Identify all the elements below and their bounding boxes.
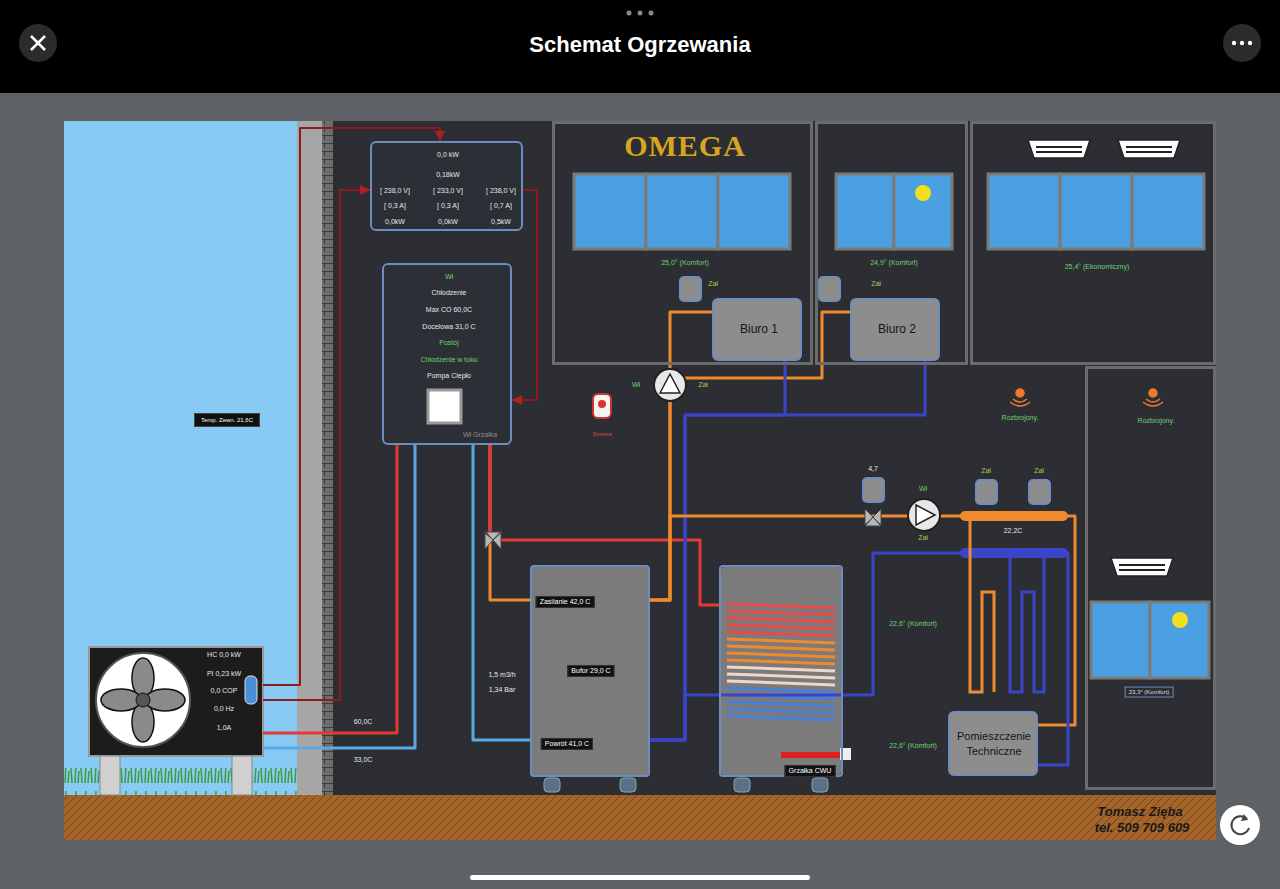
annotation-label: Zał <box>698 381 708 389</box>
annotation-label: Zał <box>871 280 881 288</box>
annotation-label: Rozbrojony. <box>1002 414 1039 422</box>
annotation-label: 1,5 m3/h <box>488 671 515 679</box>
node-text: [ 0,3 A] <box>437 202 459 210</box>
node-text: 25,4° (Ekonomiczny) <box>1065 263 1130 271</box>
node-text: 0,0kW <box>438 218 458 226</box>
annotation-label: Syrena <box>592 431 611 438</box>
node-text: [ 0,3 A] <box>384 202 406 210</box>
pipe-temp-label: 60,0C <box>354 718 373 726</box>
office-box: Biuro 1 <box>712 298 802 361</box>
node-text: Temp. Zewn. 21,6C <box>201 417 253 424</box>
outdoor-temp-box: Temp. Zewn. 21,6C <box>194 413 260 427</box>
node-text: [ 238,0 V] <box>486 187 516 195</box>
node-text: Docelowa 31,0 C <box>422 323 475 331</box>
node-text: Pomieszczenie Techniczne <box>952 729 1036 759</box>
node-text: [ 238,0 V] <box>380 187 410 195</box>
annotation-label: Zał <box>708 280 718 288</box>
annotation-label: tel. 509 709 609 <box>1095 821 1190 836</box>
node-text: Chłodzenie w toku <box>420 356 477 364</box>
node-text: Wł Grzałka <box>463 431 497 439</box>
pipe-connector <box>650 312 712 600</box>
dhw-tank: Grzałka CWU <box>719 565 843 777</box>
node-text: 0,0 Hz <box>214 705 234 713</box>
node-text: Biuro 2 <box>878 323 916 337</box>
node-text: 25,0° (Komfort) <box>661 259 709 267</box>
annotation-label: Zał <box>981 467 991 475</box>
node-text: HC 0,0 kW <box>207 651 241 659</box>
annotation-label: Zał <box>1034 467 1044 475</box>
page-title: Schemat Ogrzewania <box>529 32 750 57</box>
node-text: Wł <box>445 273 453 281</box>
node-text: Biuro 1 <box>740 323 778 337</box>
controller-panel: WłChłodzenieMax CO 60,0C Docelowa 31,0 C P… <box>382 263 512 445</box>
annotation-label: 1,34 Bar <box>489 686 515 694</box>
node-text: 0,18kW <box>436 171 460 179</box>
node-text: Zasilanie 42,0 C <box>536 596 595 608</box>
pipe-connector <box>650 361 925 740</box>
annotation-label: Zał <box>918 534 928 542</box>
office-box: Biuro 2 <box>850 298 940 361</box>
room-zone: 24,9° (Komfort) Biuro 2 <box>815 121 968 365</box>
technical-room-box: Pomieszczenie Techniczne <box>948 711 1038 776</box>
energy-meter-panel: 0,0 kW 0,18kW [ 238,0 V] [ 233,0 V] [ 238,0 … <box>370 141 523 231</box>
room-zone: Rozbrojony. 23,3° (Komfort) <box>1085 366 1216 790</box>
buffer-tank: Zasilanie 42,0 C Bufor 29,0 C Powrót 41,0 … <box>530 565 650 777</box>
annotation-label: Tomasz Zięba <box>1097 805 1182 820</box>
room-zone: 25,4° (Ekonomiczny) <box>970 121 1216 365</box>
annotation-label: 22,6° (Komfort) <box>889 742 937 750</box>
node-text: OMEGA <box>624 129 746 164</box>
annotation-label: Wł <box>632 381 640 389</box>
node-text: [ 0,7 A] <box>490 202 512 210</box>
node-text: Grzałka CWU <box>785 765 836 777</box>
pipe-connector <box>263 445 397 733</box>
pipe-connector <box>650 553 1068 765</box>
room-zone: OMEGA 25,0° (Komfort) Biuro 1 <box>552 121 813 365</box>
node-text: Pompa Ciepło <box>427 372 471 380</box>
node-text: Rozbrojony. <box>1138 417 1175 425</box>
node-text: 0,0 COP <box>211 687 238 695</box>
node-text: 0,5kW <box>491 218 511 226</box>
node-text: 0,0 kW <box>437 151 459 159</box>
node-text: Bufor 29,0 C <box>567 665 614 677</box>
node-text: 0,0kW <box>385 218 405 226</box>
pipe-temp-label: 33,0C <box>354 756 373 764</box>
node-text: Chłodzenie <box>431 289 466 297</box>
pipe-connector <box>263 445 415 748</box>
annotation-label: 22,6° (Komfort) <box>889 620 937 628</box>
pipe-connector <box>473 445 530 740</box>
node-text: 23,3° (Komfort) <box>1125 687 1174 698</box>
node-text: PI 0,23 kW <box>207 670 241 678</box>
node-text: 1,0A <box>217 724 231 732</box>
annotation-label: 22,2C <box>1004 527 1023 535</box>
node-text: Max CO 60,0C <box>426 306 472 314</box>
node-text: Powrót 41,0 C <box>541 738 593 750</box>
pipe-connector <box>263 190 370 700</box>
pipe-connector <box>490 445 530 600</box>
node-text: [ 233,0 V] <box>433 187 463 195</box>
annotation-label: 4,7 <box>868 465 878 473</box>
annotation-label: Wł <box>919 485 927 493</box>
node-text: 24,9° (Komfort) <box>870 259 918 267</box>
node-text: Postój <box>439 339 458 347</box>
heat-pump-unit: HC 0,0 kW PI 0,23 kW 0,0 COP 0,0 Hz 1,0A <box>89 647 263 756</box>
